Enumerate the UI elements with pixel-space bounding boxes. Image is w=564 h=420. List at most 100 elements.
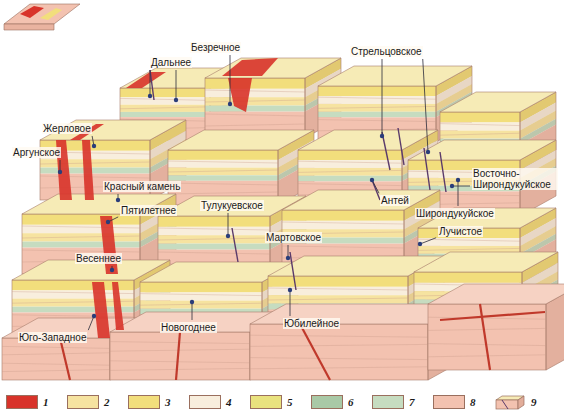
leader-dot <box>92 314 96 318</box>
legend-number: 7 <box>409 396 415 408</box>
leader-line <box>230 55 231 104</box>
bedding-line <box>140 294 262 296</box>
deposit-label: Красный камень <box>103 181 181 192</box>
front-layer <box>318 112 436 118</box>
bedding-line <box>318 97 436 99</box>
front-layer <box>282 221 404 229</box>
deposit-label: Стрельцовское <box>350 46 423 57</box>
bedding-line <box>268 298 408 300</box>
front-layer <box>40 159 150 167</box>
front-layer <box>318 104 436 112</box>
front-layer <box>268 276 408 287</box>
bedding-line <box>22 236 140 238</box>
bedding-line <box>158 238 270 240</box>
deposit-label: Аргунское <box>12 147 61 158</box>
ore-body <box>112 282 124 330</box>
leader-line <box>176 70 177 100</box>
leader-line <box>458 180 459 206</box>
leader-dot <box>426 150 430 154</box>
front-outline <box>205 78 305 138</box>
leader-line <box>192 302 193 320</box>
bedding-line <box>205 90 305 92</box>
deposit-label: Безречное <box>190 42 241 53</box>
bedding-line <box>318 106 436 108</box>
front-layer <box>140 301 262 309</box>
bedding-line <box>428 328 546 330</box>
legend-swatch <box>67 395 99 409</box>
leader-dot <box>190 300 194 304</box>
leader-line <box>420 238 436 244</box>
leader-line <box>150 70 151 96</box>
front-layer <box>428 304 546 370</box>
fault <box>424 148 430 190</box>
legend-item: 3 <box>128 394 171 410</box>
ore-body <box>126 72 166 88</box>
symbol-side <box>518 396 524 409</box>
leader-line <box>372 180 379 193</box>
legend-item: 8 <box>433 394 476 410</box>
front-layer <box>120 112 210 117</box>
legend-swatch <box>372 395 404 409</box>
legend-number: 9 <box>531 396 537 408</box>
front-layer <box>22 225 140 233</box>
front-layer <box>158 216 270 227</box>
fault <box>290 252 296 290</box>
leader-dot <box>450 184 454 188</box>
front-layer <box>440 112 520 122</box>
deposit-label: Тулукуевское <box>200 200 264 211</box>
front-outline <box>110 332 250 380</box>
front-layer <box>318 96 436 104</box>
deposit-label: Мартовское <box>265 232 322 243</box>
top-face <box>440 92 556 112</box>
front-outline <box>250 324 428 380</box>
symbol-front <box>496 400 518 409</box>
front-layer <box>205 89 305 97</box>
leader-dot <box>228 102 232 106</box>
bedding-line <box>168 183 278 185</box>
front-layer <box>2 338 110 380</box>
front-layer <box>440 122 520 130</box>
bedding-line <box>205 100 305 102</box>
dike <box>60 338 70 380</box>
front-layer <box>298 176 402 182</box>
front-layer <box>250 324 428 380</box>
rock-block <box>40 120 186 200</box>
front-layer <box>120 97 210 104</box>
front-layer <box>168 168 278 176</box>
inset-cover <box>40 8 62 20</box>
bedding-line <box>2 346 110 348</box>
bedding-line <box>418 239 520 241</box>
deposit-label: Восточно-Широндукуйское <box>472 168 558 190</box>
top-face <box>298 130 438 150</box>
symbol-fault <box>502 400 508 409</box>
front-layer <box>22 242 140 248</box>
leader-line <box>228 213 229 236</box>
deposit-label: Юго-Западное <box>18 332 87 343</box>
legend-number: 8 <box>470 396 476 408</box>
bedding-line <box>140 303 262 305</box>
bedding-line <box>110 368 250 370</box>
legend-item: 5 <box>250 394 293 410</box>
legend-item: 7 <box>372 394 415 410</box>
inset-map <box>4 4 80 30</box>
ore-body <box>82 140 94 200</box>
front-layer <box>318 86 436 96</box>
dike <box>480 304 490 370</box>
leader-dot <box>148 94 152 98</box>
deposit-label: Жерловое <box>42 123 92 134</box>
legend-number: 4 <box>226 396 232 408</box>
bedding-line <box>205 114 305 116</box>
front-layer <box>205 97 305 105</box>
leader-dot <box>58 170 62 174</box>
leader-dot <box>174 98 178 102</box>
deposit-label: Антей <box>380 195 410 206</box>
bedding-line <box>158 252 270 254</box>
bedding-line <box>298 161 402 163</box>
front-layer <box>205 78 305 89</box>
leader-dot <box>116 198 120 202</box>
fault <box>372 180 380 200</box>
front-layer <box>268 287 408 295</box>
ore-body <box>228 78 252 112</box>
front-layer <box>268 295 408 303</box>
fault <box>440 152 446 192</box>
